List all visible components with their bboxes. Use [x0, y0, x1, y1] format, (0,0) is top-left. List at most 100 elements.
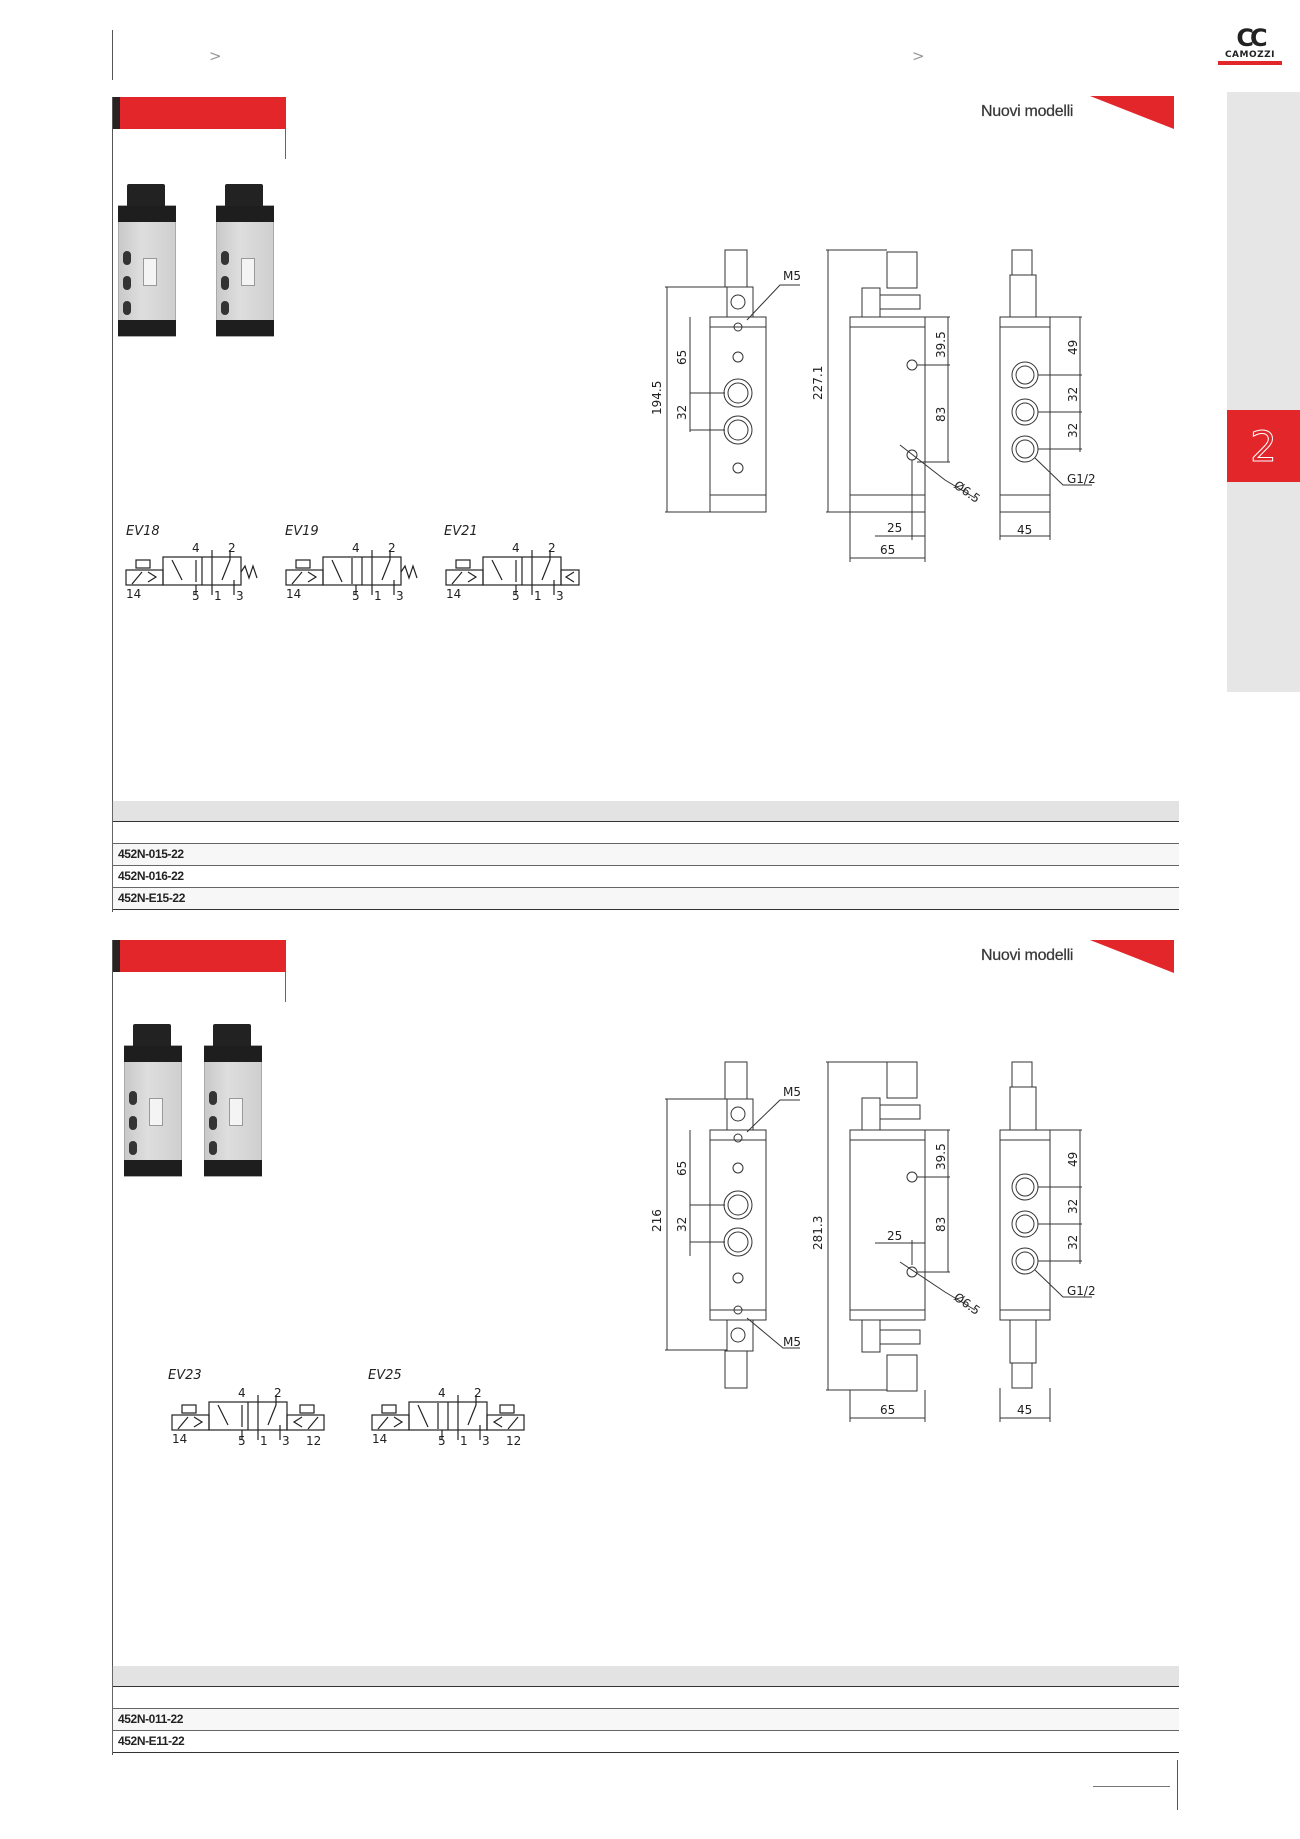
svg-text:5: 5 — [238, 1434, 246, 1447]
section-2-dimension-drawing: M5 M5 216 65 32 281.3 39.5 83 Ø6.5 25 65… — [650, 1061, 1096, 1422]
camozzi-logo: CC CAMOZZI — [1218, 26, 1282, 65]
svg-text:5: 5 — [512, 589, 520, 602]
svg-text:12: 12 — [506, 1434, 521, 1447]
svg-text:4: 4 — [438, 1386, 446, 1400]
dim-end-b: 32 — [1066, 387, 1080, 402]
section-2-code-table: 452N-011-22 452N-E11-22 — [112, 1666, 1179, 1753]
svg-text:2: 2 — [474, 1386, 482, 1400]
section-1-frame — [112, 129, 286, 159]
dim-end-a: 49 — [1066, 1152, 1080, 1167]
section-2-left-rule — [112, 940, 113, 1755]
table-header — [113, 801, 1179, 822]
svg-text:3: 3 — [236, 589, 244, 602]
dim-side-b: 83 — [934, 407, 948, 422]
dim-thread: M5 — [783, 269, 801, 283]
dim-side-total: 227.1 — [811, 366, 825, 400]
svg-text:14: 14 — [446, 587, 461, 601]
section-1-left-rule — [112, 97, 113, 912]
pneumatic-symbol-ev19: 14 4 2 5 1 3 — [285, 541, 418, 602]
chapter-number-tab[interactable]: 2 — [1227, 410, 1300, 482]
svg-text:1: 1 — [534, 589, 542, 602]
table-row: 452N-E15-22 — [113, 888, 1179, 910]
breadcrumb-separator: > — [209, 47, 222, 65]
dim-side-a: 39.5 — [934, 331, 948, 358]
svg-text:4: 4 — [352, 541, 360, 555]
pneumatic-symbol-ev18: 14 4 2 5 1 3 — [125, 541, 258, 602]
svg-text:1: 1 — [460, 1434, 468, 1447]
svg-text:12: 12 — [306, 1434, 321, 1447]
table-row: 452N-015-22 — [113, 844, 1179, 866]
svg-text:5: 5 — [352, 589, 360, 602]
logo-mark: CC — [1236, 24, 1267, 52]
dim-end-c: 32 — [1066, 1235, 1080, 1250]
dim-end-port: G1/2 — [1067, 1284, 1096, 1298]
table-subheader — [113, 822, 1179, 844]
svg-text:1: 1 — [260, 1434, 268, 1447]
svg-text:2: 2 — [274, 1386, 282, 1400]
symbol-label-ev25: EV25 — [368, 1368, 402, 1383]
dim-front-a: 65 — [675, 350, 689, 365]
svg-text:14: 14 — [286, 587, 301, 601]
section-1-dimension-drawing: M5 194.5 65 32 227.1 39.5 83 Ø6.5 25 65 … — [650, 249, 1096, 562]
dim-front-total: 216 — [650, 1209, 664, 1232]
section-2-badge-triangle — [1090, 940, 1174, 973]
header-left-rule — [112, 30, 113, 80]
dim-end-width: 45 — [1017, 1403, 1032, 1417]
section-1-badge-triangle — [1090, 96, 1174, 129]
section-2-title-bar — [112, 940, 286, 972]
symbol-label-ev23: EV23 — [168, 1368, 202, 1383]
section-1-product-photo — [112, 175, 312, 350]
svg-text:2: 2 — [228, 541, 236, 555]
section-2-new-models-badge: Nuovi modelli — [981, 947, 1074, 964]
svg-text:4: 4 — [192, 541, 200, 555]
dim-side-width-b: 65 — [880, 543, 895, 557]
dim-front-a: 65 — [675, 1161, 689, 1176]
section-1-new-models-badge: Nuovi modelli — [981, 103, 1074, 120]
svg-text:14: 14 — [126, 587, 141, 601]
dim-end-port: G1/2 — [1067, 472, 1096, 486]
svg-text:3: 3 — [556, 589, 564, 602]
table-header — [113, 1666, 1179, 1687]
dim-side-total: 281.3 — [811, 1216, 825, 1250]
svg-text:14: 14 — [372, 1432, 387, 1446]
dim-end-b: 32 — [1066, 1199, 1080, 1214]
svg-text:3: 3 — [282, 1434, 290, 1447]
section-2-product-photo — [112, 1010, 312, 1200]
breadcrumb-separator: > — [912, 47, 925, 65]
svg-text:4: 4 — [238, 1386, 246, 1400]
dim-front-b: 32 — [675, 405, 689, 420]
symbol-label-ev21: EV21 — [444, 524, 478, 539]
svg-text:1: 1 — [214, 589, 222, 602]
table-subheader — [113, 1687, 1179, 1709]
dim-side-hole: Ø6.5 — [951, 478, 982, 506]
svg-text:3: 3 — [396, 589, 404, 602]
svg-text:5: 5 — [192, 589, 200, 602]
svg-text:1: 1 — [374, 589, 382, 602]
table-row: 452N-E11-22 — [113, 1731, 1179, 1753]
chapter-number: 2 — [1250, 421, 1278, 471]
dim-side-a: 39.5 — [934, 1143, 948, 1170]
svg-text:5: 5 — [438, 1434, 446, 1447]
dim-side-width-a: 25 — [887, 521, 902, 535]
symbol-label-ev19: EV19 — [285, 524, 319, 539]
dim-end-c: 32 — [1066, 423, 1080, 438]
table-row: 452N-016-22 — [113, 866, 1179, 888]
dim-side-width-b: 65 — [880, 1403, 895, 1417]
dim-thread-bottom: M5 — [783, 1335, 801, 1349]
pneumatic-symbol-ev21: 14 4 2 5 1 3 — [445, 541, 580, 602]
logo-wordmark: CAMOZZI — [1224, 50, 1276, 60]
dim-side-width-a: 25 — [887, 1229, 902, 1243]
section-2-frame — [112, 972, 286, 1002]
chapter-side-tab — [1227, 92, 1300, 692]
dim-front-b: 32 — [675, 1217, 689, 1232]
section-1-code-table: 452N-015-22 452N-016-22 452N-E15-22 — [112, 801, 1179, 910]
svg-text:4: 4 — [512, 541, 520, 555]
logo-red-bar — [1218, 61, 1282, 65]
dim-end-a: 49 — [1066, 340, 1080, 355]
table-row: 452N-011-22 — [113, 1709, 1179, 1731]
svg-text:2: 2 — [548, 541, 556, 555]
dim-thread-top: M5 — [783, 1085, 801, 1099]
svg-text:2: 2 — [388, 541, 396, 555]
